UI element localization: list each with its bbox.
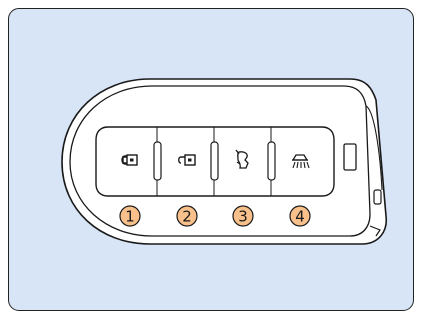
badge-1: 1 bbox=[120, 206, 140, 226]
badge-2: 2 bbox=[177, 206, 197, 226]
badge-3-label: 3 bbox=[238, 208, 248, 226]
badge-2-label: 2 bbox=[182, 208, 192, 226]
badge-4-label: 4 bbox=[295, 208, 305, 226]
badge-1-label: 1 bbox=[125, 208, 135, 226]
badge-3: 3 bbox=[233, 206, 253, 226]
badge-4: 4 bbox=[290, 206, 310, 226]
